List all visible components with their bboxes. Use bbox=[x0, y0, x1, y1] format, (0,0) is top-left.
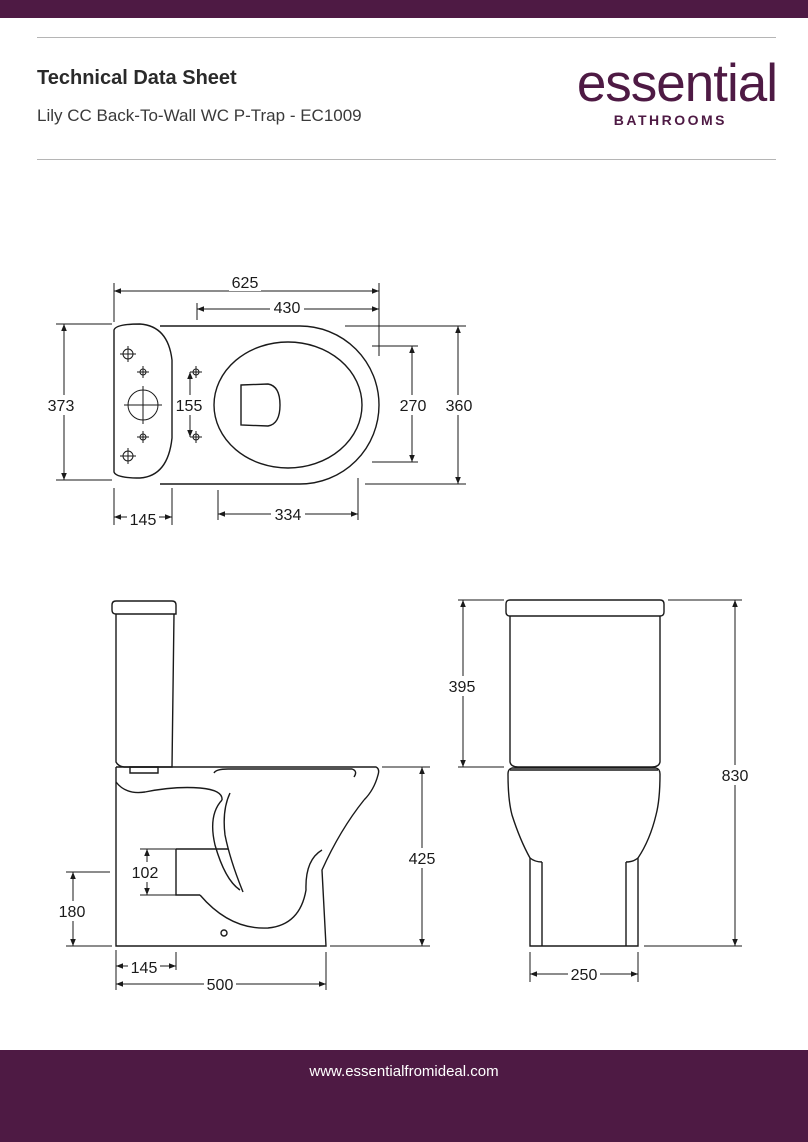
top-bar bbox=[0, 0, 808, 18]
technical-drawing: 625 430 373 155 270 360 145 334 bbox=[46, 273, 752, 994]
plan-view bbox=[113, 323, 380, 485]
plan-seat-outline bbox=[213, 341, 363, 469]
footer-bar bbox=[0, 1050, 808, 1142]
side-dimensions bbox=[66, 766, 430, 990]
label-155: 155 bbox=[176, 398, 203, 415]
label-500: 500 bbox=[207, 977, 234, 994]
label-270: 270 bbox=[400, 398, 427, 415]
front-dimensions bbox=[458, 599, 742, 982]
plan-dimension-labels: 625 430 373 155 270 360 145 334 bbox=[46, 273, 475, 529]
label-250: 250 bbox=[571, 967, 598, 984]
logo-wordmark: essential bbox=[576, 54, 778, 113]
document-title: Technical Data Sheet bbox=[37, 67, 237, 89]
label-102: 102 bbox=[132, 865, 159, 882]
front-cistern-lid bbox=[505, 599, 665, 617]
header-bottom-rule bbox=[37, 159, 776, 160]
plan-cistern-outline bbox=[113, 323, 173, 479]
side-cistern-lid bbox=[111, 600, 177, 615]
side-dimension-labels: 102 180 425 145 500 bbox=[56, 848, 439, 994]
label-430: 430 bbox=[274, 300, 301, 317]
side-outlet bbox=[175, 848, 228, 896]
logo-subtitle: BATHROOMS bbox=[613, 112, 727, 128]
label-425: 425 bbox=[409, 851, 436, 868]
front-dimension-labels: 395 830 250 bbox=[446, 676, 752, 984]
plan-bowl-outline bbox=[160, 325, 380, 485]
plan-flush-opening bbox=[240, 383, 281, 427]
plan-fixing-holes bbox=[120, 346, 202, 464]
label-145-plan: 145 bbox=[130, 512, 157, 529]
front-cistern-body bbox=[509, 616, 661, 768]
label-625: 625 bbox=[232, 275, 259, 292]
label-830: 830 bbox=[722, 768, 749, 785]
footer-website-link[interactable]: www.essentialfromideal.com bbox=[309, 1063, 499, 1080]
side-view bbox=[111, 600, 380, 947]
brand-logo: essential BATHROOMS bbox=[576, 54, 778, 128]
header-top-rule bbox=[37, 37, 776, 38]
front-pan-outline bbox=[507, 767, 661, 947]
side-pan-body bbox=[115, 767, 365, 947]
side-cistern-body bbox=[115, 613, 175, 768]
label-334: 334 bbox=[275, 507, 302, 524]
label-145-side: 145 bbox=[131, 960, 158, 977]
label-360: 360 bbox=[446, 398, 473, 415]
label-373: 373 bbox=[48, 398, 75, 415]
product-subtitle: Lily CC Back-To-Wall WC P-Trap - EC1009 bbox=[37, 106, 362, 125]
label-180: 180 bbox=[59, 904, 86, 921]
side-pan-rim bbox=[116, 766, 380, 801]
front-view bbox=[505, 599, 665, 947]
label-395: 395 bbox=[449, 679, 476, 696]
